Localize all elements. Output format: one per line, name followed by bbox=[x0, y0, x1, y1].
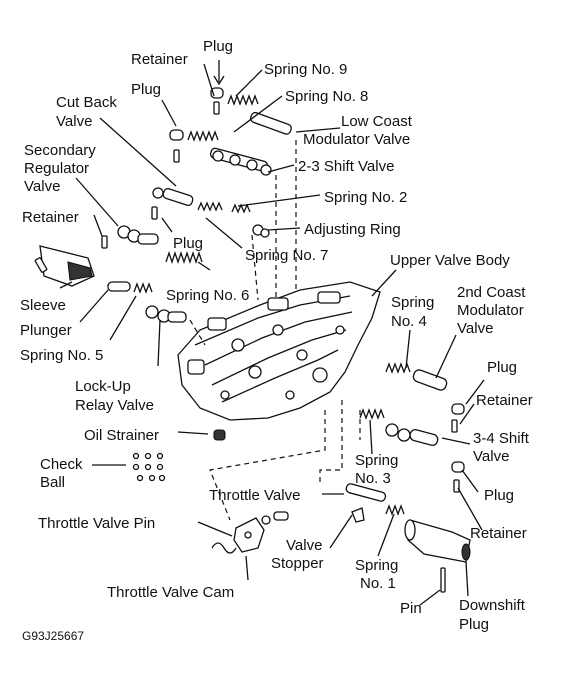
label-shift-34-1: 3-4 Shift bbox=[473, 430, 530, 447]
spring-8-part bbox=[187, 130, 219, 142]
throttle-valve-part bbox=[345, 483, 387, 502]
label-downshift-1: Downshift bbox=[459, 597, 526, 614]
spring-6-part bbox=[165, 250, 203, 265]
label-spring-8: Spring No. 8 bbox=[285, 88, 368, 105]
label-cut-back-1: Cut Back bbox=[56, 94, 117, 111]
shift-34-valve-part bbox=[385, 423, 439, 446]
retainer-left-top-part bbox=[173, 149, 180, 163]
label-secondary-2: Regulator bbox=[24, 160, 89, 177]
label-cut-back-2: Valve bbox=[56, 113, 92, 130]
label-valve-stopper-1: Valve bbox=[286, 537, 322, 554]
spring-7-part bbox=[197, 201, 223, 212]
2nd-coast-modulator-valve-part bbox=[412, 369, 448, 391]
label-valve-stopper-2: Stopper bbox=[271, 555, 324, 572]
shift-23-valve-part bbox=[209, 147, 272, 176]
lock-up-relay-valve-part bbox=[145, 305, 187, 323]
retainer-left-part bbox=[101, 235, 108, 249]
spring-5-part bbox=[133, 282, 153, 294]
label-shift-34-2: Valve bbox=[473, 448, 509, 465]
label-sleeve: Sleeve bbox=[20, 297, 66, 314]
valve-stopper-part bbox=[351, 507, 365, 523]
label-upper-body: Upper Valve Body bbox=[390, 252, 510, 269]
retainer-mid-part bbox=[151, 206, 158, 220]
label-plug-bottom: Plug bbox=[484, 487, 514, 504]
label-lockup-2: Relay Valve bbox=[75, 397, 154, 414]
label-throttle-cam: Throttle Valve Cam bbox=[107, 584, 234, 601]
label-adjusting-ring: Adjusting Ring bbox=[304, 221, 401, 238]
throttle-valve-cam-part bbox=[211, 511, 289, 554]
label-spring-1-2: No. 1 bbox=[360, 575, 396, 592]
label-spring-4-2: No. 4 bbox=[391, 313, 427, 330]
spring-3-part bbox=[359, 408, 385, 420]
label-plunger: Plunger bbox=[20, 322, 72, 339]
label-check-2: Ball bbox=[40, 474, 65, 491]
label-plug-top: Plug bbox=[203, 38, 233, 55]
label-spring-9: Spring No. 9 bbox=[264, 61, 347, 78]
label-lockup-1: Lock-Up bbox=[75, 378, 131, 395]
label-spring-7: Spring No. 7 bbox=[245, 247, 328, 264]
label-low-coast-1: Low Coast bbox=[341, 113, 413, 130]
oil-strainer-part bbox=[213, 429, 226, 441]
retainer-bottom-part bbox=[453, 479, 460, 493]
label-coast2-2: Modulator bbox=[457, 302, 524, 319]
label-spring-2: Spring No. 2 bbox=[324, 189, 407, 206]
downshift-plug-part bbox=[404, 519, 471, 563]
label-coast2-3: Valve bbox=[457, 320, 493, 337]
label-low-coast-2: Modulator Valve bbox=[303, 131, 410, 148]
label-retainer-left: Retainer bbox=[22, 209, 79, 226]
plug-right-part bbox=[451, 403, 465, 415]
low-coast-modulator-valve-part bbox=[249, 111, 292, 135]
upper-valve-body-part bbox=[177, 281, 381, 421]
label-secondary-1: Secondary bbox=[24, 142, 96, 159]
label-throttle-valve: Throttle Valve bbox=[209, 487, 300, 504]
cut-back-valve-part bbox=[152, 187, 194, 207]
label-coast2-1: 2nd Coast bbox=[457, 284, 526, 301]
retainer-top-part bbox=[213, 101, 220, 115]
plug-bottom-part bbox=[451, 461, 465, 473]
label-check-1: Check bbox=[40, 456, 83, 473]
label-retainer-top: Retainer bbox=[131, 51, 188, 68]
label-spring-6: Spring No. 6 bbox=[166, 287, 249, 304]
adjusting-ring-part bbox=[252, 224, 270, 238]
spring-9-part bbox=[227, 94, 259, 106]
label-oil-strainer: Oil Strainer bbox=[84, 427, 159, 444]
label-plug-left: Plug bbox=[131, 81, 161, 98]
retainer-right-part bbox=[451, 419, 458, 433]
plunger-part bbox=[107, 281, 131, 292]
label-plug-mid: Plug bbox=[173, 235, 203, 252]
figure-code: G93J25667 bbox=[22, 629, 84, 643]
labels: Retainer Plug Spring No. 9 Plug Spring N… bbox=[20, 38, 533, 643]
spring-1-part bbox=[385, 504, 405, 516]
label-spring-1-1: Spring bbox=[355, 557, 398, 574]
label-pin: Pin bbox=[400, 600, 422, 617]
label-plug-right: Plug bbox=[487, 359, 517, 376]
sleeve-part bbox=[34, 245, 95, 287]
pin-part bbox=[440, 567, 446, 593]
label-shift-23: 2-3 Shift Valve bbox=[298, 158, 394, 175]
label-spring-3-1: Spring bbox=[355, 452, 398, 469]
label-spring-5: Spring No. 5 bbox=[20, 347, 103, 364]
label-retainer-bottom: Retainer bbox=[470, 525, 527, 542]
label-throttle-pin: Throttle Valve Pin bbox=[38, 515, 155, 532]
plug-left-part bbox=[169, 129, 184, 141]
label-retainer-right: Retainer bbox=[476, 392, 533, 409]
check-ball-parts bbox=[132, 452, 166, 482]
label-downshift-2: Plug bbox=[459, 616, 489, 633]
leader-lines bbox=[59, 60, 485, 606]
secondary-regulator-valve-part bbox=[117, 225, 159, 245]
label-secondary-3: Valve bbox=[24, 178, 60, 195]
assembly-lines bbox=[189, 140, 361, 521]
label-spring-4-1: Spring bbox=[391, 294, 434, 311]
label-spring-3-2: No. 3 bbox=[355, 470, 391, 487]
